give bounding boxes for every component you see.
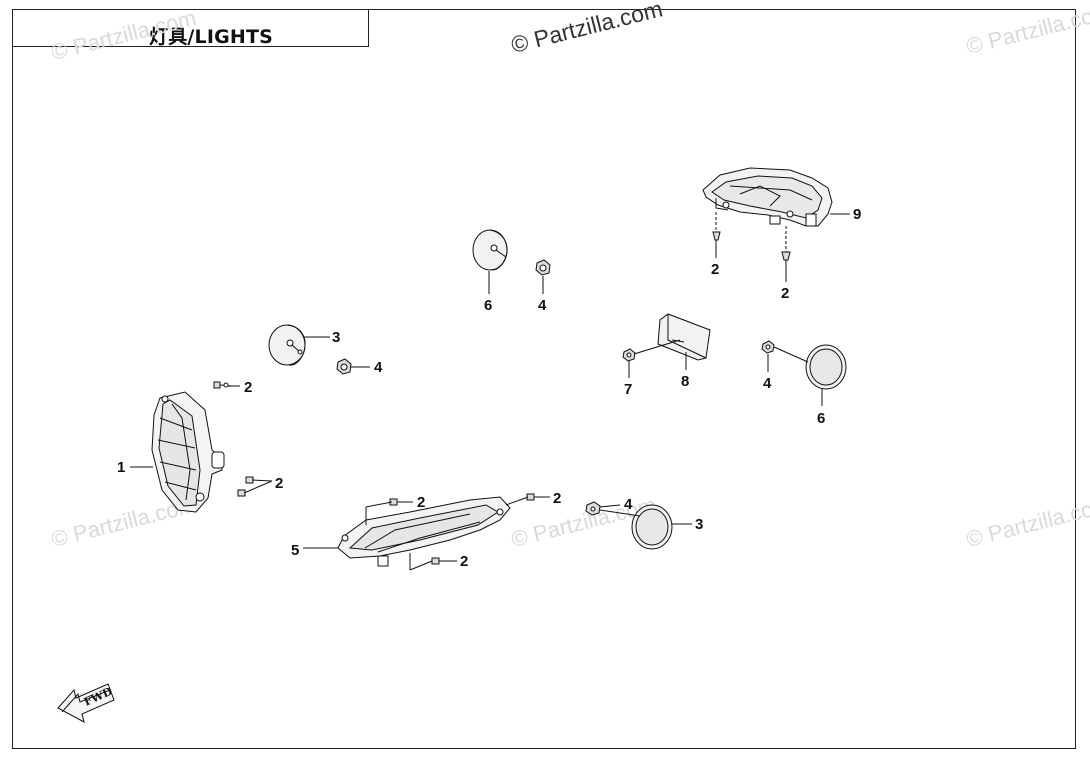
screw-part-2-a[interactable] xyxy=(213,381,233,389)
callout-2[interactable]: 2 xyxy=(711,261,719,278)
callout-4[interactable]: 4 xyxy=(763,375,772,392)
diagram-frame xyxy=(12,9,1076,749)
round-lamp-part-3-a[interactable] xyxy=(268,324,306,366)
screw-part-2-d[interactable] xyxy=(781,226,791,261)
callout-1[interactable]: 1 xyxy=(117,459,125,476)
round-lamp-part-6-b[interactable] xyxy=(805,344,847,390)
callout-3[interactable]: 3 xyxy=(332,329,340,346)
leader-lines xyxy=(130,213,850,571)
callout-6[interactable]: 6 xyxy=(817,410,825,427)
nut-part-4-d[interactable] xyxy=(585,501,601,516)
round-lamp-part-3-b[interactable] xyxy=(631,504,673,550)
callout-2[interactable]: 2 xyxy=(417,494,425,511)
side-light-part-5[interactable] xyxy=(337,496,511,567)
nut-part-4-b[interactable] xyxy=(535,259,551,276)
callout-8[interactable]: 8 xyxy=(681,373,689,390)
callout-2[interactable]: 2 xyxy=(781,285,789,302)
headlight-part-1[interactable] xyxy=(151,391,225,513)
callout-6[interactable]: 6 xyxy=(484,297,492,314)
callout-2[interactable]: 2 xyxy=(553,490,561,507)
nut-part-4-c[interactable] xyxy=(761,340,775,354)
callout-2[interactable]: 2 xyxy=(275,475,283,492)
nut-part-7[interactable] xyxy=(622,348,636,362)
callout-7[interactable]: 7 xyxy=(624,381,632,398)
callout-2[interactable]: 2 xyxy=(460,553,468,570)
callout-4[interactable]: 4 xyxy=(624,496,633,513)
screw-part-2-b[interactable] xyxy=(237,476,254,497)
callout-4[interactable]: 4 xyxy=(374,359,383,376)
screw-part-2-g[interactable] xyxy=(431,557,440,565)
screw-part-2-f[interactable] xyxy=(526,493,535,501)
callout-5[interactable]: 5 xyxy=(291,542,299,559)
page-title: 灯具/LIGHTS xyxy=(149,26,274,48)
tail-light-part-9[interactable] xyxy=(702,167,833,227)
nut-part-4-a[interactable] xyxy=(336,358,352,375)
round-lamp-part-6-a[interactable] xyxy=(472,229,508,271)
fwd-arrow-icon xyxy=(57,683,115,723)
callout-4[interactable]: 4 xyxy=(538,297,547,314)
screw-part-2-c[interactable] xyxy=(712,212,721,241)
callout-9[interactable]: 9 xyxy=(853,206,861,223)
plate-light-part-8[interactable] xyxy=(657,313,711,361)
callout-2[interactable]: 2 xyxy=(244,379,252,396)
title-box: 灯具/LIGHTS xyxy=(12,9,369,48)
callout-3[interactable]: 3 xyxy=(695,516,703,533)
